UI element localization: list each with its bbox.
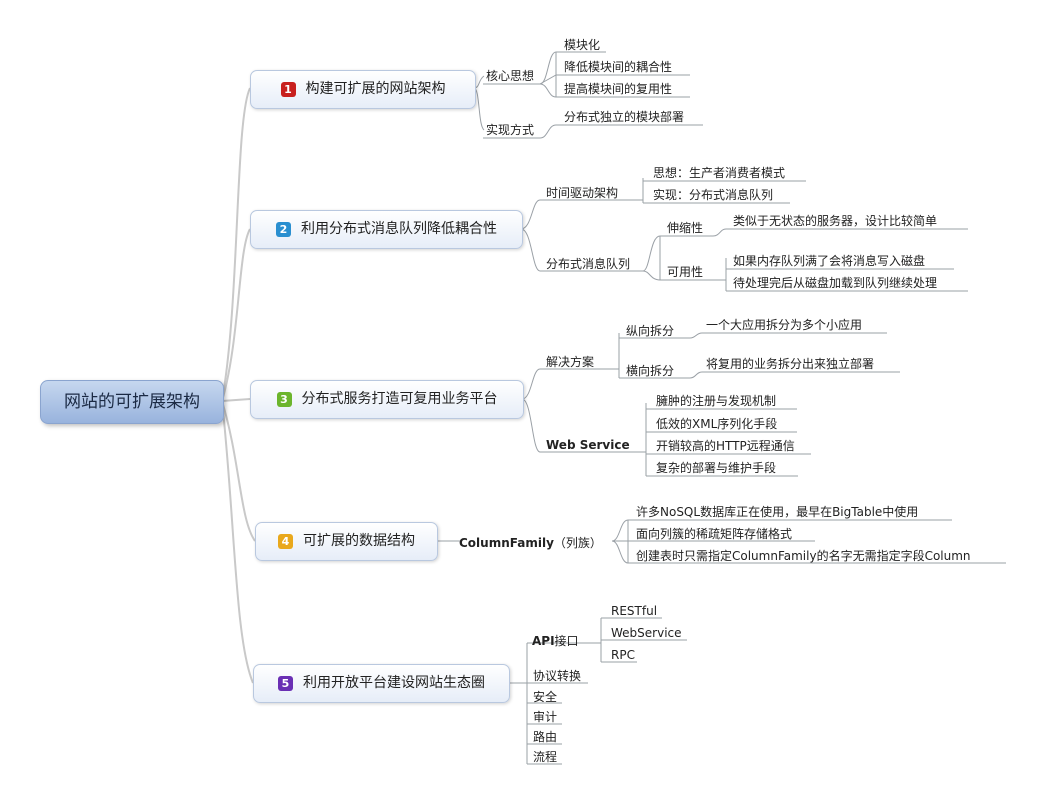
leaf-registration[interactable]: 臃肿的注册与发现机制 bbox=[656, 394, 777, 408]
leaf-webservice[interactable]: WebService bbox=[611, 626, 682, 640]
leaf-reduce-coupling[interactable]: 降低模块间的耦合性 bbox=[564, 60, 673, 74]
topic-3-horizontal-split[interactable]: 横向拆分 bbox=[626, 364, 675, 378]
priority-2-icon: 2 bbox=[276, 222, 291, 237]
leaf-sparse-matrix[interactable]: 面向列簇的稀疏矩阵存储格式 bbox=[636, 527, 793, 541]
leaf-http-remote[interactable]: 开销较高的HTTP远程通信 bbox=[656, 439, 795, 453]
leaf-big-to-small[interactable]: 一个大应用拆分为多个小应用 bbox=[706, 318, 863, 332]
topic-5-protocol[interactable]: 协议转换 bbox=[533, 669, 582, 683]
leaf-load-from-disk[interactable]: 待处理完后从磁盘加载到队列继续处理 bbox=[733, 276, 938, 290]
topic-4[interactable]: 4 可扩展的数据结构 bbox=[255, 522, 438, 561]
topic-2-distributed-queue[interactable]: 分布式消息队列 bbox=[546, 257, 631, 271]
column-family-bold: ColumnFamily bbox=[459, 536, 554, 550]
topic-3[interactable]: 3 分布式服务打造可复用业务平台 bbox=[250, 380, 524, 419]
topic-2-availability[interactable]: 可用性 bbox=[667, 265, 704, 279]
leaf-reuse-split[interactable]: 将复用的业务拆分出来独立部署 bbox=[706, 357, 875, 371]
topic-5-routing[interactable]: 路由 bbox=[533, 730, 558, 744]
topic-4-column-family[interactable]: ColumnFamily（列族） bbox=[459, 535, 602, 551]
leaf-distributed-deploy[interactable]: 分布式独立的模块部署 bbox=[564, 110, 685, 124]
topic-5-flow[interactable]: 流程 bbox=[533, 750, 558, 764]
leaf-deploy-maintain[interactable]: 复杂的部署与维护手段 bbox=[656, 461, 777, 475]
leaf-modularize[interactable]: 模块化 bbox=[564, 38, 601, 52]
topic-5[interactable]: 5 利用开放平台建设网站生态圈 bbox=[253, 664, 510, 703]
leaf-impl-queue[interactable]: 实现：分布式消息队列 bbox=[653, 188, 774, 202]
api-suffix: 接口 bbox=[554, 634, 579, 648]
topic-4-label: 可扩展的数据结构 bbox=[303, 533, 415, 549]
topic-3-web-service[interactable]: Web Service bbox=[546, 438, 630, 452]
leaf-restful[interactable]: RESTful bbox=[611, 604, 658, 618]
topic-1[interactable]: 1 构建可扩展的网站架构 bbox=[250, 70, 476, 109]
leaf-xml-serialization[interactable]: 低效的XML序列化手段 bbox=[656, 417, 778, 431]
topic-3-label: 分布式服务打造可复用业务平台 bbox=[301, 391, 498, 407]
topic-2-event-driven[interactable]: 时间驱动架构 bbox=[546, 186, 619, 200]
topic-2-scalability[interactable]: 伸缩性 bbox=[667, 221, 704, 235]
priority-4-icon: 4 bbox=[278, 534, 293, 549]
topic-1-label: 构建可扩展的网站架构 bbox=[305, 81, 446, 97]
topic-5-label: 利用开放平台建设网站生态圈 bbox=[303, 675, 485, 691]
leaf-rpc[interactable]: RPC bbox=[611, 648, 635, 662]
leaf-stateless-server[interactable]: 类似于无状态的服务器，设计比较简单 bbox=[733, 214, 938, 228]
column-family-suffix: （列族） bbox=[553, 536, 602, 550]
leaf-write-disk[interactable]: 如果内存队列满了会将消息写入磁盘 bbox=[733, 254, 926, 268]
leaf-create-table[interactable]: 创建表时只需指定ColumnFamily的名字无需指定字段Column bbox=[636, 549, 971, 563]
leaf-producer-consumer[interactable]: 思想：生产者消费者模式 bbox=[653, 166, 786, 180]
topic-5-audit[interactable]: 审计 bbox=[533, 710, 558, 724]
topic-5-api[interactable]: API接口 bbox=[532, 633, 579, 649]
central-topic[interactable]: 网站的可扩展架构 bbox=[40, 380, 224, 424]
priority-5-icon: 5 bbox=[278, 676, 293, 691]
topic-1-core-idea[interactable]: 核心思想 bbox=[486, 69, 535, 83]
priority-3-icon: 3 bbox=[276, 392, 292, 407]
api-bold: API bbox=[532, 634, 555, 648]
topic-1-impl[interactable]: 实现方式 bbox=[486, 123, 535, 137]
leaf-improve-reuse[interactable]: 提高模块间的复用性 bbox=[564, 82, 673, 96]
topic-2-label: 利用分布式消息队列降低耦合性 bbox=[301, 221, 497, 237]
topic-5-security[interactable]: 安全 bbox=[533, 690, 558, 704]
topic-3-solution[interactable]: 解决方案 bbox=[546, 355, 595, 369]
topic-3-vertical-split[interactable]: 纵向拆分 bbox=[626, 324, 675, 338]
topic-2[interactable]: 2 利用分布式消息队列降低耦合性 bbox=[250, 210, 523, 249]
priority-1-icon: 1 bbox=[280, 82, 296, 97]
leaf-nosql-bigtable[interactable]: 许多NoSQL数据库正在使用，最早在BigTable中使用 bbox=[636, 505, 919, 519]
